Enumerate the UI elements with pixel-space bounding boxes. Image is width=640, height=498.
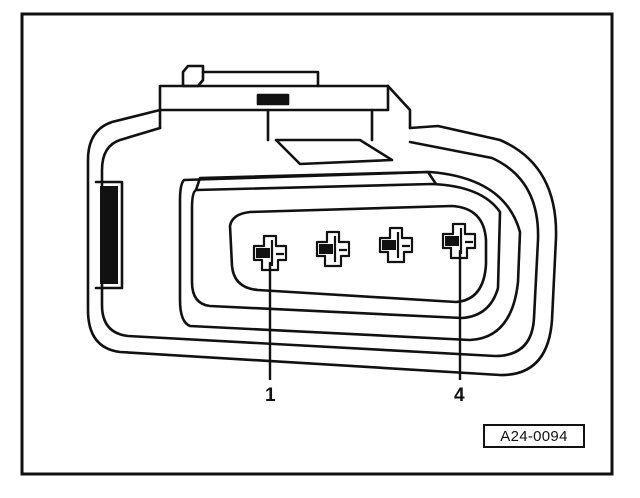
pin-cavity-1	[252, 234, 288, 272]
locking-tab	[158, 64, 412, 166]
pin-4-label: 4	[454, 385, 465, 406]
pin-cavities	[252, 222, 477, 272]
figure-frame	[20, 12, 614, 476]
figure-id-box: A24-0094	[483, 424, 585, 448]
pin-cavity-2	[315, 230, 351, 268]
pin-cavity-4	[441, 222, 477, 260]
connector-housing	[86, 108, 558, 377]
pin-1-label: 1	[265, 385, 276, 406]
pin-carrier	[190, 170, 502, 320]
pin-cavity-3	[378, 226, 414, 264]
